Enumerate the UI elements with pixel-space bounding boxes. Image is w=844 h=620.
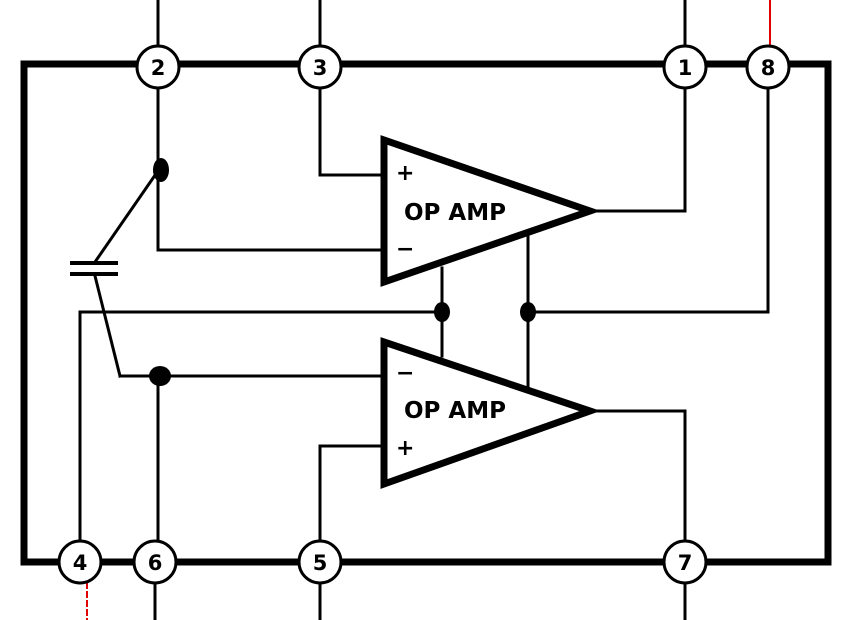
pin-label-8: 8 (761, 56, 776, 80)
junction-dot (153, 158, 169, 182)
pin-circle-1 (662, 44, 708, 90)
junction-dot (149, 366, 171, 386)
internal-wiring (78, 86, 770, 542)
pin-label-3: 3 (313, 56, 328, 80)
op-amp-lower-minus: − (396, 361, 414, 386)
pin-leads (153, 0, 687, 620)
op-amp-upper-label: OP AMP (404, 200, 506, 226)
pin-circle-5 (297, 539, 343, 585)
pin-circle-2 (135, 44, 181, 90)
red-leads (86, 0, 771, 620)
op-amp-upper (380, 135, 601, 287)
pin-label-5: 5 (313, 551, 328, 575)
pin-label-1: 1 (678, 56, 693, 80)
pin-circle-4 (57, 539, 103, 585)
op-amp-upper-plus: + (396, 161, 414, 186)
op-amp-lower (380, 337, 601, 489)
junction-dot (520, 302, 536, 322)
op-amp-upper-minus: − (396, 237, 414, 262)
package-outline (20, 60, 832, 566)
pin-label-7: 7 (678, 551, 693, 575)
op-amp-lower-plus: + (396, 436, 414, 461)
capacitor (70, 261, 118, 276)
junction-dots (149, 158, 536, 386)
op-amp-lower-label: OP AMP (404, 398, 506, 424)
pin-circle-8 (745, 44, 791, 90)
pin-circles (57, 44, 791, 585)
pin-label-2: 2 (151, 56, 166, 80)
pin-circle-6 (132, 539, 178, 585)
pin-circle-7 (662, 539, 708, 585)
pin-circle-3 (297, 44, 343, 90)
junction-dot (434, 302, 450, 322)
pin-label-4: 4 (73, 551, 88, 575)
pin-label-6: 6 (148, 551, 163, 575)
